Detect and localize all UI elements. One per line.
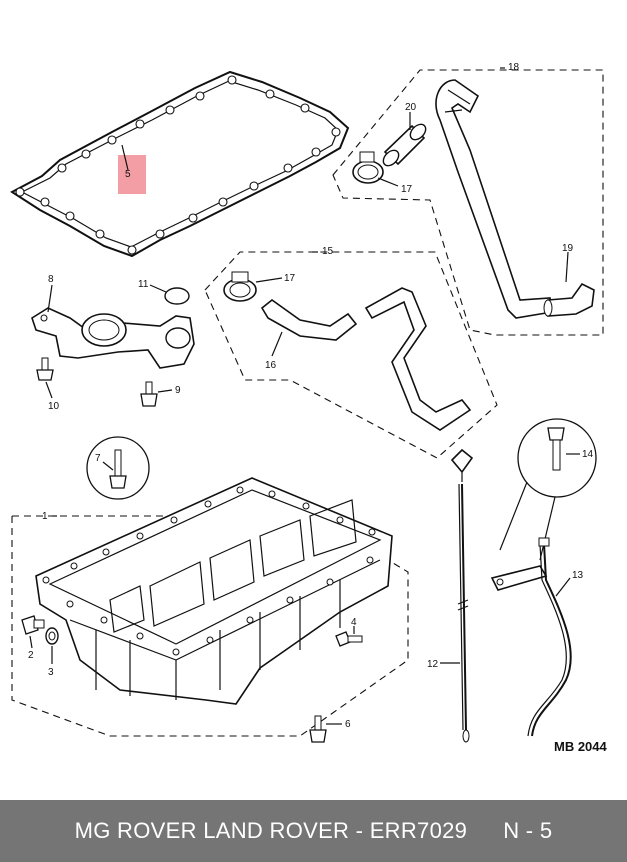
hose-clamp-17-lower[interactable] [223, 271, 257, 302]
part-label-5: 5 [125, 169, 131, 180]
coolant-hose-15[interactable] [364, 287, 472, 431]
part-label-4: 4 [351, 617, 357, 628]
part-label-19: 19 [562, 243, 574, 254]
dipstick-tube-13[interactable] [490, 537, 572, 737]
footer-bar: MG ROVER LAND ROVER - ERR7029 N - 5 [0, 800, 627, 862]
part-label-8: 8 [48, 274, 54, 285]
part-label-6: 6 [345, 719, 351, 730]
o-ring-11[interactable] [164, 287, 190, 305]
part-label-9: 9 [175, 385, 181, 396]
hose-clamp-17-upper[interactable] [352, 151, 384, 184]
part-label-20: 20 [405, 102, 417, 113]
stud-4[interactable] [335, 631, 363, 647]
connector-tube-20[interactable] [380, 121, 428, 168]
oil-pan-gasket[interactable] [10, 70, 350, 258]
hose-19[interactable] [543, 282, 595, 317]
footer-part-number: MG ROVER LAND ROVER - ERR7029 [74, 818, 468, 843]
breather-hose-18[interactable] [435, 79, 553, 319]
drain-plug-2[interactable] [21, 615, 45, 635]
parts-diagram: 5 18 19 20 17 15 17 16 [10, 62, 608, 754]
bolt-7-detail[interactable] [86, 436, 150, 500]
oil-pickup-pipe-8[interactable] [31, 307, 195, 369]
part-5-highlight [118, 155, 146, 194]
bolt-14-detail[interactable] [517, 418, 597, 498]
bolt-9[interactable] [140, 381, 158, 407]
drawing-code: MB 2044 [554, 739, 608, 754]
part-label-1: 1 [42, 511, 48, 522]
dipstick-12[interactable] [450, 448, 474, 743]
bolt-10[interactable] [36, 357, 54, 381]
part-label-10: 10 [48, 401, 60, 412]
part-label-14: 14 [582, 449, 594, 460]
part-label-12: 12 [427, 659, 439, 670]
group-18-outline [332, 69, 604, 336]
part-label-18: 18 [508, 62, 520, 73]
footer-page-ref: N - 5 [503, 818, 553, 843]
part-label-7: 7 [95, 453, 101, 464]
part-label-17-upper: 17 [401, 184, 413, 195]
part-label-16: 16 [265, 360, 277, 371]
oil-pan-1[interactable] [35, 477, 393, 705]
part-label-2: 2 [28, 650, 34, 661]
part-label-13: 13 [572, 570, 584, 581]
group-15-outline [204, 251, 498, 459]
hose-16[interactable] [260, 298, 358, 341]
part-label-15: 15 [322, 246, 334, 257]
part-label-11: 11 [138, 279, 149, 290]
part-label-17-lower: 17 [284, 273, 296, 284]
bolt-6[interactable] [309, 715, 327, 743]
part-label-3: 3 [48, 667, 54, 678]
sealing-washer-3[interactable] [45, 627, 59, 645]
